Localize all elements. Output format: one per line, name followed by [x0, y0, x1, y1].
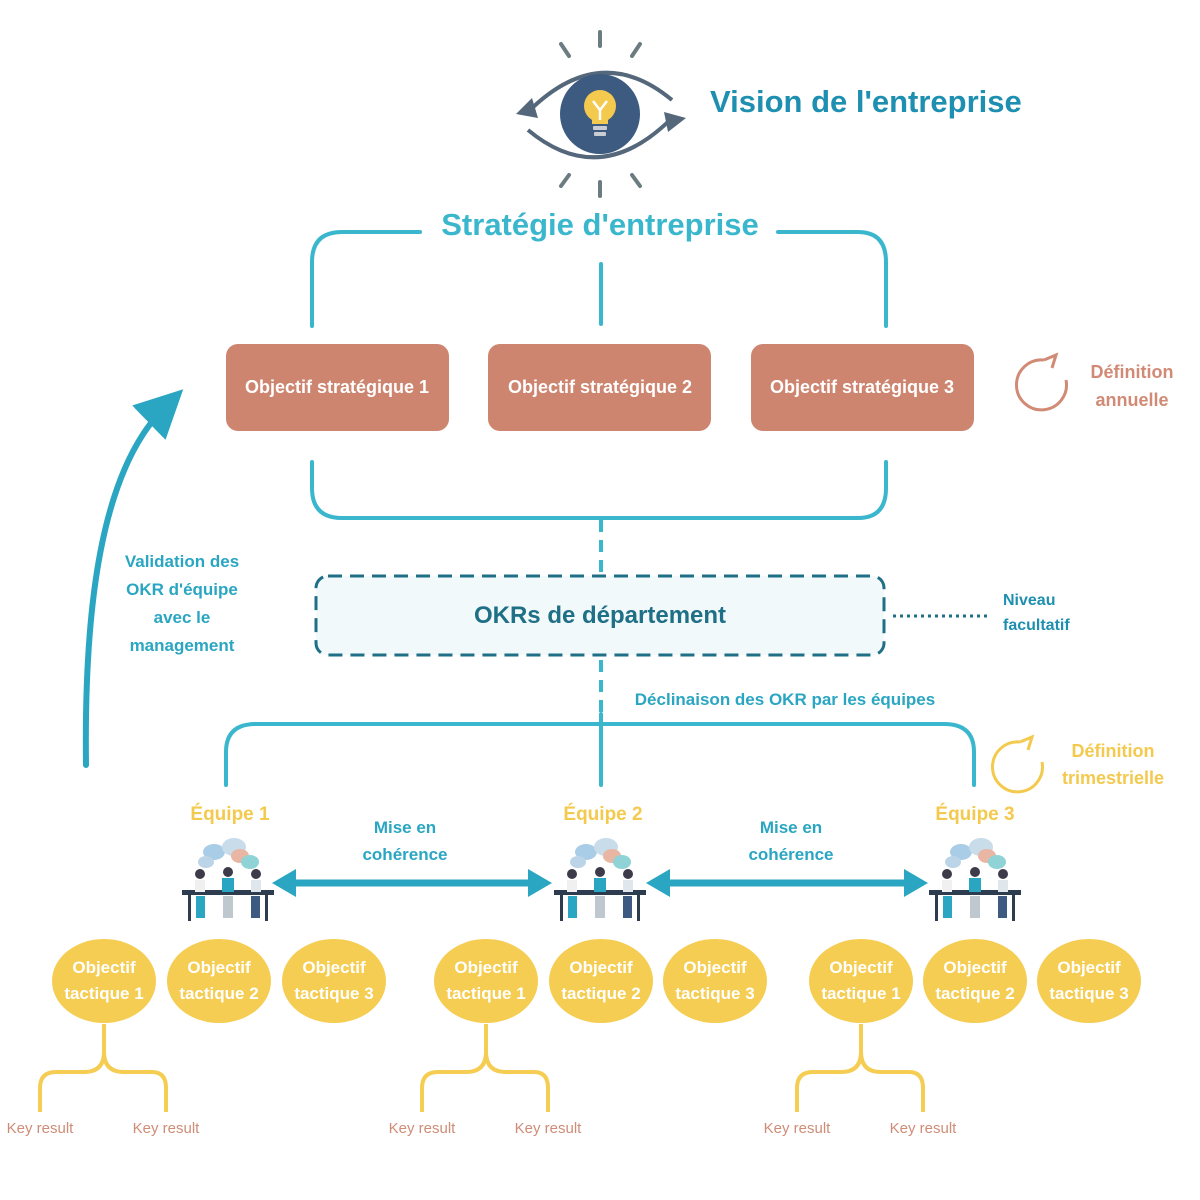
annual-definition-line2: annuelle: [1095, 390, 1168, 410]
tactical-objective-line1: Objectif: [943, 958, 1007, 977]
tactical-objective: Objectif tactique 2: [549, 939, 653, 1023]
team-1-name: Équipe 1: [190, 803, 270, 825]
strategy-title: Stratégie d'entreprise: [441, 207, 758, 242]
tactical-objective-line2: tactique 2: [935, 984, 1014, 1003]
tactical-objective: Objectif tactique 1: [52, 939, 156, 1023]
tactical-objective-line2: tactique 3: [675, 984, 754, 1003]
tactical-objective-line1: Objectif: [454, 958, 518, 977]
eye-lightbulb-icon: [516, 30, 686, 198]
refresh-icon: [991, 734, 1044, 794]
optional-level-line2: facultatif: [1003, 617, 1070, 634]
validation-line2: OKR d'équipe: [126, 580, 238, 599]
validation-arrow: [82, 389, 184, 768]
tactical-objective-line2: tactique 3: [294, 984, 373, 1003]
strategic-objective-label: Objectif stratégique 1: [245, 377, 429, 397]
coherence-2-line1: Mise en: [760, 818, 822, 837]
tactical-objective-line1: Objectif: [72, 958, 136, 977]
key-result-tree-3: [795, 1024, 925, 1112]
strategic-objective-1: Objectif stratégique 1: [226, 344, 449, 431]
tactical-objective: Objectif tactique 3: [1037, 939, 1141, 1023]
team-2-name: Équipe 2: [563, 803, 642, 825]
tactical-objective: Objectif tactique 3: [282, 939, 386, 1023]
annual-definition-line1: Définition: [1091, 362, 1174, 382]
team-3-name: Équipe 3: [935, 803, 1014, 825]
team-meeting-icon: [182, 838, 274, 921]
tactical-objective-line1: Objectif: [569, 958, 633, 977]
tactical-objective: Objectif tactique 2: [167, 939, 271, 1023]
tactical-objective-line2: tactique 1: [446, 984, 525, 1003]
coherence-arrow-1: [272, 869, 552, 897]
coherence-arrow-2: [646, 869, 928, 897]
tactical-objective: Objectif tactique 3: [663, 939, 767, 1023]
key-result-label: Key result: [389, 1120, 457, 1137]
key-result-label: Key result: [515, 1120, 583, 1137]
validation-line4: management: [130, 636, 235, 655]
strategic-objective-3: Objectif stratégique 3: [751, 344, 974, 431]
coherence-1-line2: cohérence: [362, 845, 447, 864]
validation-line3: avec le: [154, 608, 211, 627]
optional-level-line1: Niveau: [1003, 592, 1055, 609]
strategic-objective-label: Objectif stratégique 3: [770, 377, 954, 397]
objectives-bracket: [310, 460, 888, 520]
tactical-objective-line2: tactique 2: [179, 984, 258, 1003]
department-okrs-box: OKRs de département: [314, 574, 886, 657]
tactical-objective: Objectif tactique 2: [923, 939, 1027, 1023]
key-result-label: Key result: [7, 1120, 75, 1137]
team-meeting-icon: [554, 838, 646, 921]
tactical-objective-line1: Objectif: [1057, 958, 1121, 977]
tactical-objective-line1: Objectif: [302, 958, 366, 977]
tactical-objective-line2: tactique 1: [64, 984, 143, 1003]
strategic-objective-label: Objectif stratégique 2: [508, 377, 692, 397]
validation-line1: Validation des: [125, 552, 239, 571]
tactical-objective: Objectif tactique 1: [434, 939, 538, 1023]
quarterly-definition-line2: trimestrielle: [1062, 768, 1164, 788]
tactical-objective-line1: Objectif: [683, 958, 747, 977]
vision-title: Vision de l'entreprise: [710, 84, 1022, 119]
refresh-icon: [1015, 352, 1068, 412]
tactical-objective-line1: Objectif: [829, 958, 893, 977]
tactical-objective-line2: tactique 3: [1049, 984, 1128, 1003]
coherence-2-line2: cohérence: [748, 845, 833, 864]
tactical-objective-line2: tactique 2: [561, 984, 640, 1003]
department-okrs-label: OKRs de département: [474, 602, 726, 629]
key-result-label: Key result: [764, 1120, 832, 1137]
tactical-objective: Objectif tactique 1: [809, 939, 913, 1023]
key-result-label: Key result: [890, 1120, 958, 1137]
coherence-1-line1: Mise en: [374, 818, 436, 837]
team-meeting-icon: [929, 838, 1021, 921]
quarterly-definition-line1: Définition: [1072, 741, 1155, 761]
key-result-label: Key result: [133, 1120, 201, 1137]
key-result-tree-1: [38, 1024, 168, 1112]
strategy-bracket-right: [776, 230, 888, 328]
strategy-bracket-left: [310, 230, 422, 328]
tactical-objective-line1: Objectif: [187, 958, 251, 977]
declinaison-label: Déclinaison des OKR par les équipes: [635, 690, 935, 709]
key-result-tree-2: [420, 1024, 550, 1112]
strategic-objective-2: Objectif stratégique 2: [488, 344, 711, 431]
tactical-objective-line2: tactique 1: [821, 984, 900, 1003]
